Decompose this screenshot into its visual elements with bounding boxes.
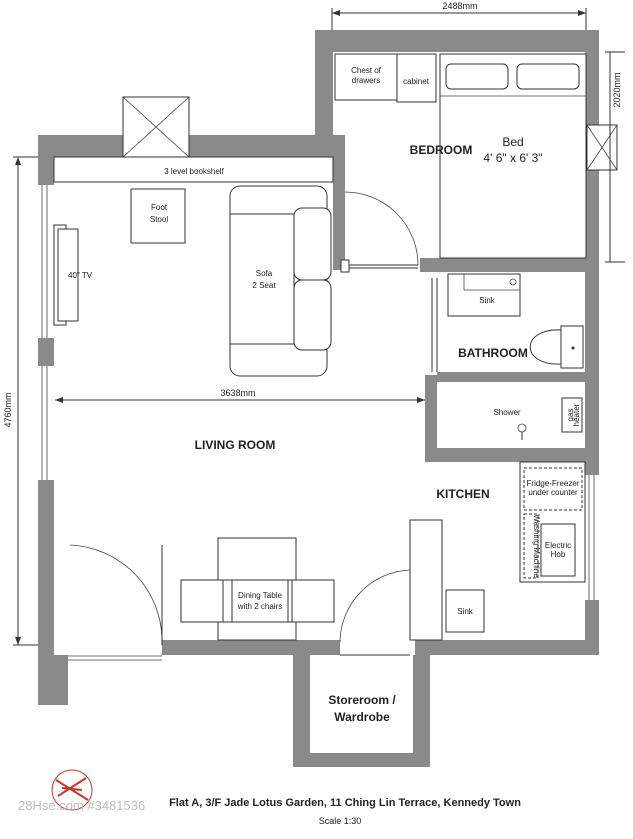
dining-side-right [291,579,335,623]
plan-scale: Scale 1:30 [319,816,362,826]
bed-label-2: 4' 6" x 6' 3" [483,151,542,165]
plan-title: Flat A, 3/F Jade Lotus Garden, 11 Ching … [169,797,521,809]
logo-icon [51,769,93,811]
bath-sink [447,273,521,317]
gas-heater-label-2: heater [572,403,581,426]
chest-of-drawers [334,53,398,101]
dining-chair-top [217,537,297,581]
footer: 28Hse.com #3481536 Flat A, 3/F Jade Lotu… [18,769,521,826]
kitchen: KITCHEN Fridge-Freezer under counter Was… [339,461,586,656]
dining-table [231,579,289,623]
watermark: 28Hse.com #3481536 [18,798,145,813]
bedroom: Chest of drawers cabinet Bed 4' 6" x 6' … [334,53,587,273]
kitchen-sink-label: Sink [457,607,474,616]
dining-chair-bottom [217,621,297,641]
bedroom-height-dimension: 2020mm [612,72,622,107]
dining-side-left [180,579,224,623]
cabinet [396,53,437,103]
storeroom: Storeroom / Wardrobe [328,693,396,724]
bathroom-label: BATHROOM [458,346,528,360]
washing-machine-label: Washing Machine [532,514,541,578]
pillow-left [445,63,509,90]
shower-label: Shower [493,408,520,417]
chest-label-1: Chest of [351,66,382,75]
hob-label-1: Electric [545,541,571,550]
living-room-label: LIVING ROOM [195,438,276,452]
living-room: 3 level bookshelf Foot Stool 40" TV Sofa… [53,156,335,645]
dining-label-1: Dining Table [238,591,282,600]
electric-hob [540,523,576,577]
cabinet-label: cabinet [403,77,430,86]
kitchen-worktop [409,519,443,641]
bed-label-1: Bed [502,135,523,149]
bath-sink-label: Sink [479,296,496,305]
total-height-dimension: 4760mm [3,392,13,427]
top-width-dimension: 2488mm [442,1,477,11]
bookshelf-label: 3 level bookshelf [164,167,224,176]
tv-label: 40" TV [68,271,93,280]
pillow-right [516,63,580,90]
dimension-lines: 2488mm 2020mm 3638mm 4760mm [3,1,625,646]
shower-head-icon [517,423,527,433]
foot-stool-label-1: Foot [151,203,168,212]
dining-label-2: with 2 chairs [237,602,282,611]
foot-stool [130,188,186,244]
bathroom: Sink BATHROOM Shower gas heater [431,273,584,440]
walls [38,30,599,767]
gas-heater-label-1: gas [566,409,575,422]
bookshelf [53,156,334,183]
foot-stool-label-2: Stool [150,215,168,224]
washing-machine [523,513,539,579]
tv [57,228,79,322]
fridge-freezer [523,467,583,511]
toilet-bowl [530,329,562,365]
storeroom-label-1: Storeroom / [328,693,396,707]
storeroom-label-2: Wardrobe [334,710,390,724]
chest-label-2: drawers [352,76,380,85]
sofa-label-2: 2 Seat [252,281,276,290]
windows [41,96,618,661]
fridge-label-1: Fridge-Freezer [527,479,580,488]
sofa-label-1: Sofa [256,269,273,278]
fridge-label-2: under counter [528,488,578,497]
kitchen-label: KITCHEN [436,487,489,501]
bedroom-label: BEDROOM [410,143,473,157]
hob-label-2: Hob [551,550,566,559]
living-width-dimension: 3638mm [220,388,255,398]
kitchen-sink [445,589,485,633]
gas-heater [561,397,583,433]
